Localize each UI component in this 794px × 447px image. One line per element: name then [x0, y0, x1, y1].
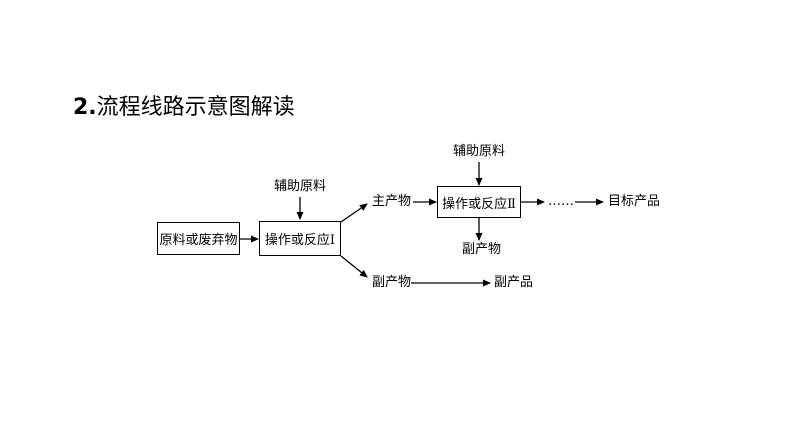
- by-product-1-label: 副产物: [372, 275, 412, 290]
- operation-1-label: 操作或反应Ⅰ: [264, 233, 336, 248]
- operation-2-label: 操作或反应Ⅱ: [442, 196, 516, 212]
- aux-material-2-label: 辅助原料: [453, 144, 506, 159]
- raw-material-label: 原料或废弃物: [159, 233, 238, 248]
- by-product-2-label: 副产物: [462, 242, 502, 257]
- page-title: 2.流程线路示意图解读: [73, 97, 295, 119]
- aux-material-1-label: 辅助原料: [274, 179, 327, 194]
- operation-1-box: 操作或反应Ⅰ: [259, 221, 341, 256]
- title-text: 流程线路示意图解读: [96, 95, 295, 120]
- ellipsis-label: ……: [548, 194, 574, 209]
- target-product-label: 目标产品: [608, 194, 661, 209]
- raw-material-box: 原料或废弃物: [157, 222, 240, 255]
- operation-2-box: 操作或反应Ⅱ: [437, 186, 521, 218]
- arrow-op1-to-main: [340, 203, 368, 223]
- main-product-label: 主产物: [372, 194, 412, 209]
- by-product-final-label: 副产品: [494, 275, 534, 290]
- arrow-op1-to-byproduct: [340, 255, 368, 278]
- title-number: 2.: [73, 95, 97, 120]
